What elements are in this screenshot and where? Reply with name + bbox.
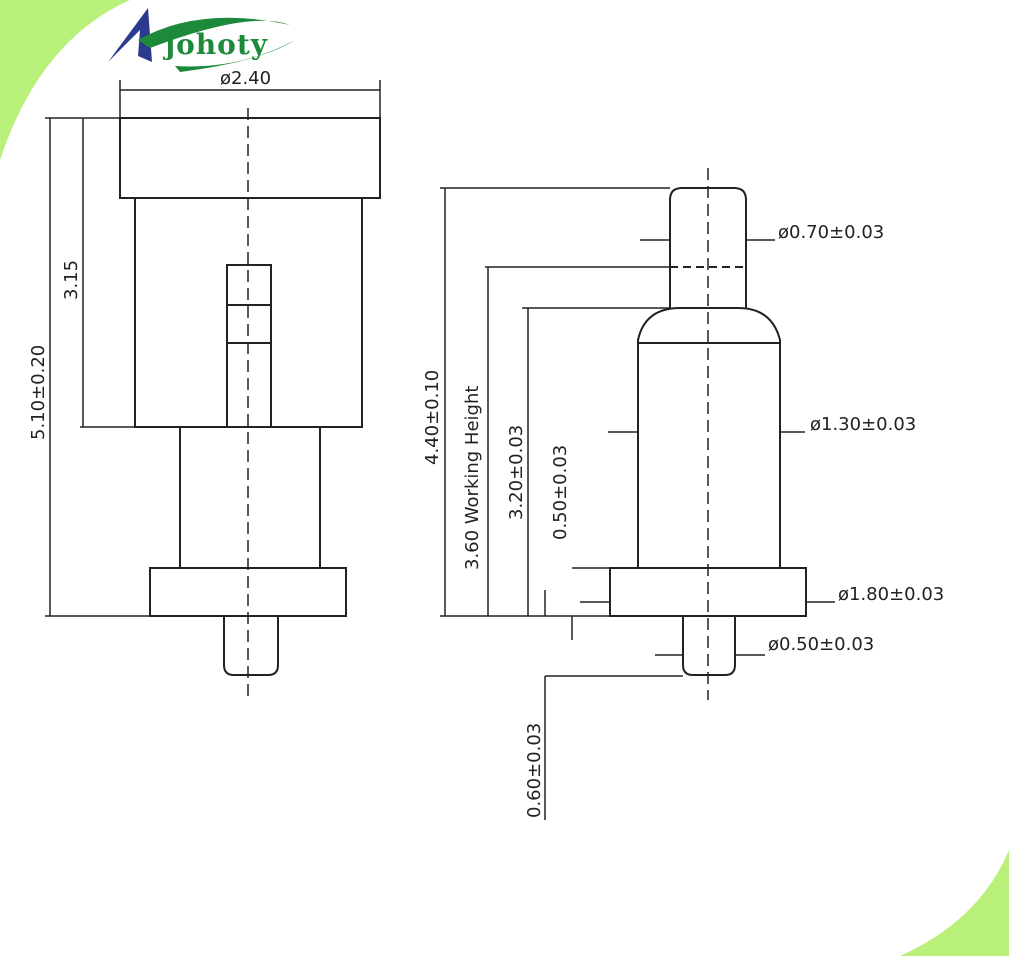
corner-decoration-bottom-right [900, 850, 1009, 956]
logo-text: johoty [165, 28, 269, 61]
dim-total-height-5-10: 5.10±0.20 [28, 345, 49, 440]
left-shaft [179, 426, 321, 569]
dim-upper-height-3-15: 3.15 [61, 260, 82, 300]
right-tail [682, 616, 736, 676]
dim-barrel-diameter: ø1.30±0.03 [810, 414, 916, 435]
dim-tail-length: 0.60±0.03 [524, 723, 545, 818]
left-cap [119, 117, 381, 199]
left-body [134, 198, 363, 428]
corner-decoration-top-left [0, 0, 130, 160]
left-view [45, 80, 381, 700]
dim-flange-diameter: ø1.80±0.03 [838, 584, 944, 605]
dim-total-height-4-40: 4.40±0.10 [422, 370, 443, 465]
logo-icon [108, 8, 295, 72]
dim-tail-diameter: ø0.50±0.03 [768, 634, 874, 655]
dim-working-height: 3.60 Working Height [462, 386, 483, 570]
right-barrel [637, 307, 781, 568]
dim-barrel-height: 3.20±0.03 [506, 425, 527, 520]
dim-diameter-2-40: ø2.40 [220, 68, 271, 89]
left-tail [223, 616, 279, 676]
dim-flange-thickness: 0.50±0.03 [550, 445, 571, 540]
left-flange [149, 567, 347, 617]
right-view [440, 168, 835, 820]
dim-tip-diameter: ø0.70±0.03 [778, 222, 884, 243]
